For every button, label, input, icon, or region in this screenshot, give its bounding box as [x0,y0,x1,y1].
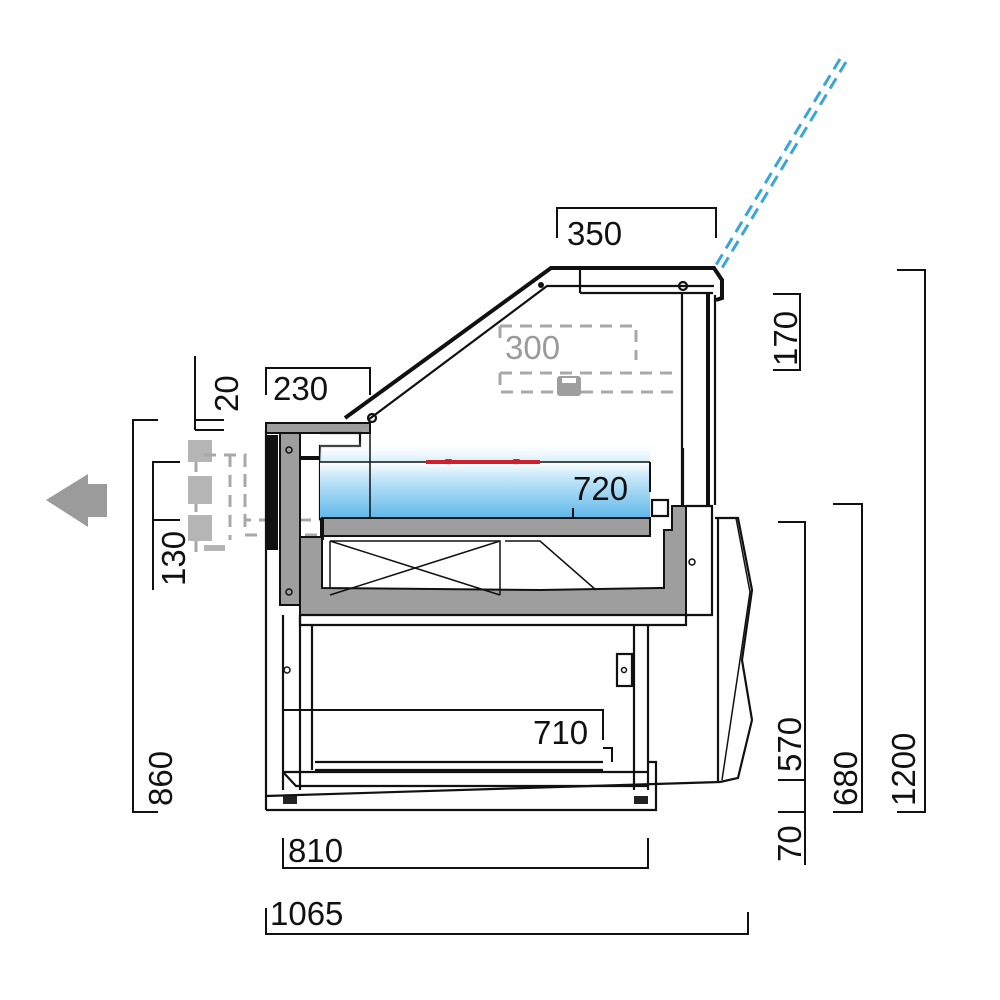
rear-accessory-ghost [188,440,320,555]
dim-total-depth: 1065 [270,895,343,932]
dim-top-height: 170 [767,311,804,366]
dim-counter-height: 860 [142,751,179,806]
dim-base-depth: 710 [533,714,588,751]
base-frame [264,430,721,812]
dim-rear-shelf-height: 130 [155,531,192,586]
glass-opening-dashed-line [711,58,848,274]
dimension-lines [132,207,926,935]
dim-worktop-height: 680 [827,751,864,806]
dim-leg-span: 810 [288,832,343,869]
dim-rear-worktop-width: 230 [273,370,328,407]
canopy [343,266,724,505]
dim-top-canopy-width: 350 [567,215,622,252]
dim-plinth-height: 70 [771,825,808,862]
dim-tray-depth: 720 [573,470,628,507]
direction-arrow-icon [46,474,107,527]
inner-shelf-ghost [498,324,680,396]
ice-tray [320,433,670,540]
rear-worktop [265,422,371,606]
dim-rear-step-height: 20 [208,375,245,412]
front-panel [686,504,754,784]
dim-inner-shelf-width: 300 [505,329,560,366]
dim-body-height: 570 [771,717,808,772]
dim-total-height: 1200 [885,733,922,806]
